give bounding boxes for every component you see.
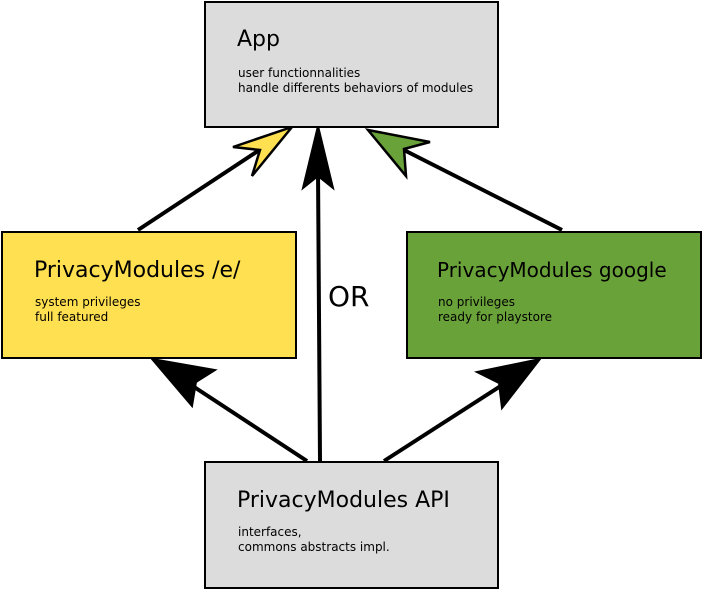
node-privacy-google-title: PrivacyModules google: [437, 258, 667, 282]
edge-google-to-app: [395, 144, 563, 232]
edge-e-to-app: [136, 141, 272, 232]
node-privacy-api: PrivacyModules API interfaces, commons a…: [204, 461, 499, 589]
node-privacy-e: PrivacyModules /e/ system privileges ful…: [1, 231, 297, 359]
node-privacy-api-line-2: commons abstracts impl.: [238, 540, 390, 554]
arrowhead-e-to-app: [232, 124, 296, 177]
node-privacy-e-line-2: full featured: [35, 310, 109, 324]
node-app-line-2: handle differents behaviors of modules: [238, 81, 474, 95]
node-privacy-api-title: PrivacyModules API: [237, 488, 450, 513]
edge-api-to-app: [316, 169, 322, 462]
node-privacy-google-line-2: ready for playstore: [438, 310, 553, 324]
or-label: OR: [328, 280, 370, 313]
node-privacy-api-line-1: interfaces,: [238, 525, 302, 539]
node-app-line-1: user functionnalities: [238, 66, 361, 80]
node-app-title: App: [237, 27, 280, 52]
arrowhead-api-to-app: [301, 125, 335, 191]
edge-api-to-e: [183, 379, 309, 463]
node-privacy-google-line-1: no privileges: [438, 295, 516, 309]
arrowhead-api-to-e: [149, 357, 218, 409]
node-app: App user functionnalities handle differe…: [204, 1, 499, 128]
node-privacy-e-title: PrivacyModules /e/: [34, 258, 241, 283]
node-privacy-e-line-1: system privileges: [35, 295, 141, 309]
arrowhead-api-to-google: [473, 357, 543, 411]
arrowhead-google-to-app: [364, 128, 431, 180]
edge-api-to-google: [382, 378, 512, 463]
node-privacy-google: PrivacyModules google no privileges read…: [406, 231, 702, 359]
